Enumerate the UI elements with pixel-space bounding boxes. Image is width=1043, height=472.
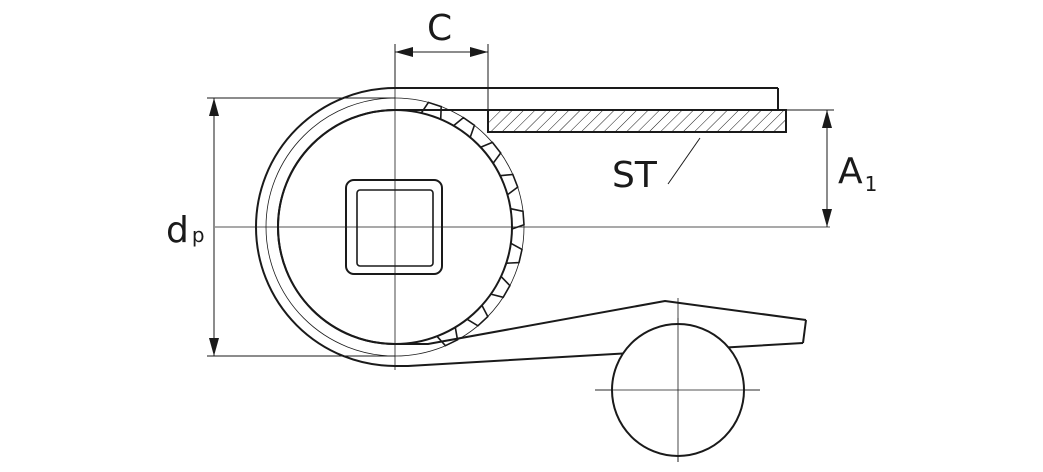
- support-strip-st: [487, 109, 787, 133]
- sprocket: [277, 101, 525, 347]
- c-arrow-right: [470, 47, 488, 57]
- label-dp-main: d: [166, 210, 189, 251]
- label-st: ST: [612, 155, 658, 196]
- st-leader-line: [667, 137, 701, 185]
- label-a1-sub: 1: [865, 172, 878, 196]
- dimensions: [207, 44, 834, 357]
- a1-arrow-top: [822, 110, 832, 128]
- sprocket-outer-rim: [277, 109, 513, 345]
- label-c: C: [427, 8, 452, 49]
- a1-arrow-bottom: [822, 209, 832, 227]
- c-arrow-left: [395, 47, 413, 57]
- sprocket-teeth: [420, 101, 525, 347]
- label-a1-main: A: [838, 151, 863, 192]
- square-bore-outer: [345, 179, 443, 275]
- belt-end-bottom: [802, 319, 807, 344]
- dp-arrow-bottom: [209, 338, 219, 356]
- label-dp-sub: p: [192, 223, 205, 247]
- square-bore-inner: [356, 189, 434, 267]
- dp-arrow-top: [209, 98, 219, 116]
